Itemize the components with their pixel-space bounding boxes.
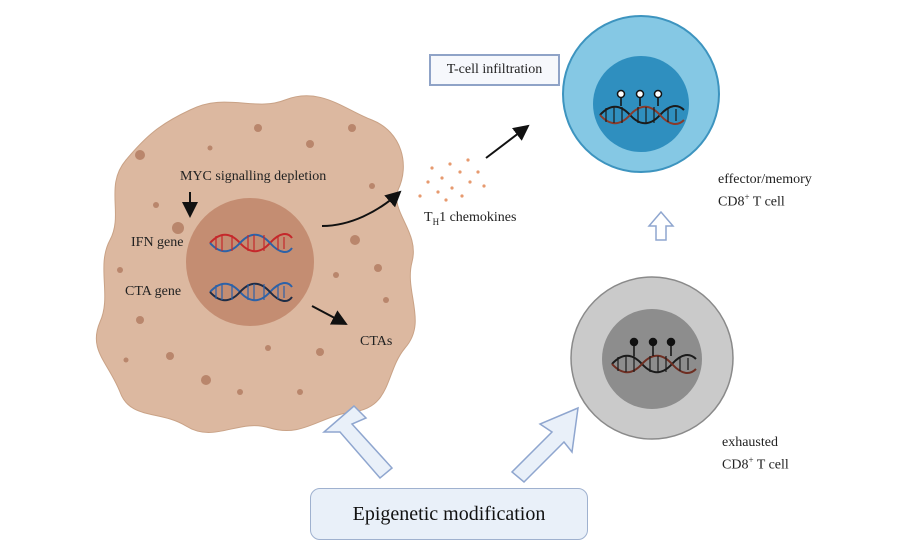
- exhausted-dna-icon: [611, 354, 697, 374]
- epigenetic-to-exhausted-arrow: [510, 406, 579, 484]
- cta-gene-label: CTA gene: [125, 284, 182, 299]
- exhausted-methylation-marks: [629, 337, 676, 356]
- exhausted-t-cell-nucleus: [602, 309, 702, 409]
- tumor-granules: [117, 124, 389, 395]
- effector-cd8-sup: +: [744, 192, 750, 202]
- exhausted-label-line2: CD8+ T cell: [722, 455, 789, 474]
- chemokines-prefix: T: [424, 210, 433, 225]
- effector-t-cell-text: T cell: [749, 194, 785, 210]
- exhausted-label-line1: exhausted: [722, 435, 778, 450]
- epigenetic-to-tumor-arrow: [321, 404, 394, 480]
- ctas-label: CTAs: [360, 334, 393, 349]
- effector-t-cell-nucleus: [593, 56, 689, 152]
- chemokines-label: TH1 chemokines: [424, 210, 516, 227]
- exhausted-t-cell-text: T cell: [753, 457, 789, 473]
- chemokines-subscript: H: [432, 216, 440, 227]
- effector-methylation-marks: [616, 89, 663, 106]
- effector-dna-icon: [599, 105, 685, 125]
- epigenetic-modification-label: Epigenetic modification: [310, 488, 588, 540]
- effector-label-line1: effector/memory: [718, 172, 812, 187]
- chemokines-suffix: 1 chemokines: [439, 210, 517, 225]
- exhausted-to-effector-arrow: [647, 210, 675, 241]
- chemokine-dots: [418, 158, 486, 202]
- ifn-dna-icon: [209, 233, 293, 253]
- t-cell-infiltration-label: T-cell infiltration: [429, 54, 560, 86]
- tumor-nucleus: [186, 198, 314, 326]
- cta-arrow: [311, 305, 348, 325]
- cta-dna-icon: [209, 282, 293, 302]
- exhausted-cd8: CD8: [722, 457, 749, 473]
- chemokine-arrow: [321, 190, 402, 227]
- myc-label: MYC signalling depletion: [180, 169, 327, 184]
- ifn-gene-label: IFN gene: [131, 235, 184, 250]
- infiltration-arrow: [485, 124, 530, 159]
- effector-label-line2: CD8+ T cell: [718, 192, 785, 211]
- effector-cd8: CD8: [718, 194, 745, 210]
- exhausted-cd8-sup: +: [748, 455, 754, 465]
